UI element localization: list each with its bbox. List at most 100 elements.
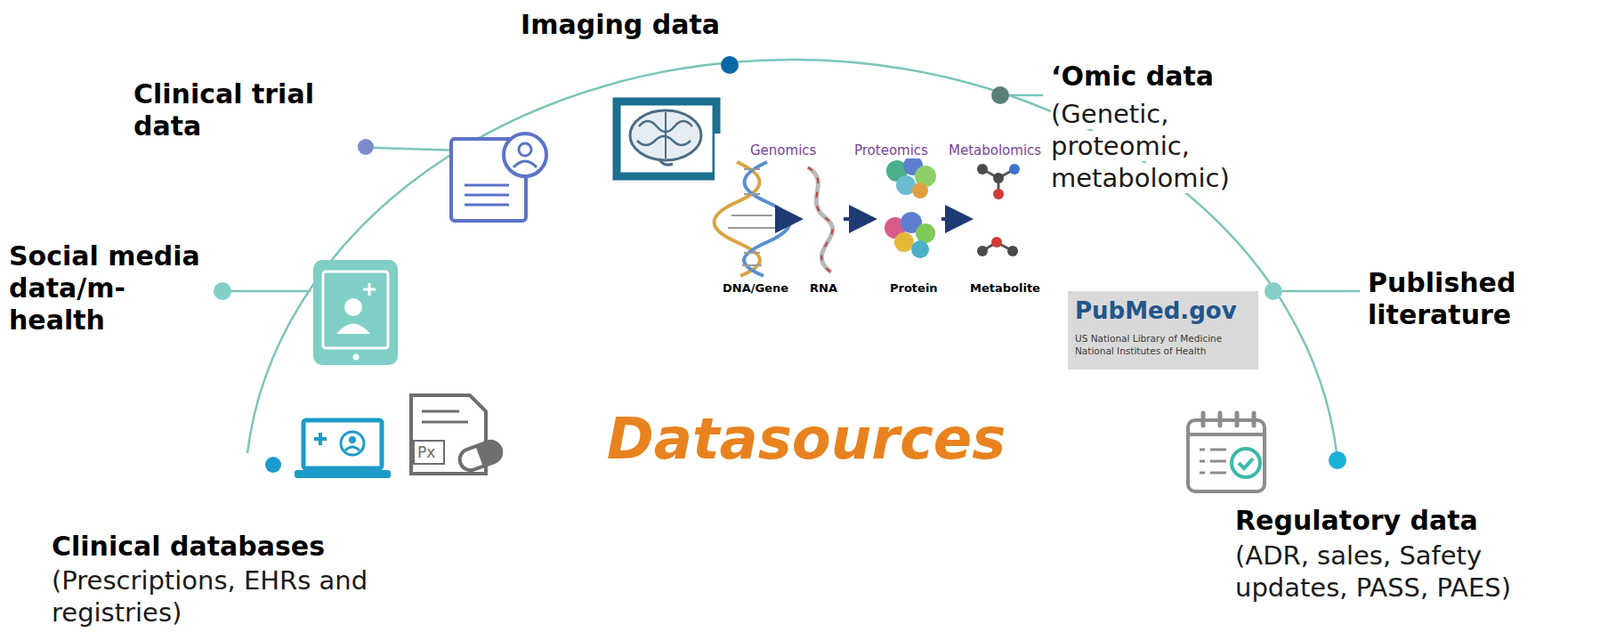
omics-stage-label: Proteomics <box>854 142 929 159</box>
omics-illustration-part-part <box>731 214 773 217</box>
calendar-icon-part-part <box>1218 412 1223 426</box>
omics-illustration-part-part <box>727 226 776 229</box>
laptop-icon-part <box>345 446 360 451</box>
logo-subtext-box: National Institutes of Health <box>1074 345 1206 357</box>
tablet-icon-part <box>323 271 388 348</box>
omics-illustration-part-part <box>742 264 762 267</box>
prescription-mark: Px <box>417 443 436 461</box>
laptop-icon-part <box>303 420 382 469</box>
trial-document-icon-part <box>518 143 532 156</box>
prescription-icon-part-part <box>456 438 504 474</box>
tablet-icon-part <box>313 259 398 365</box>
omics-stage-label-box: Genomics <box>750 142 817 159</box>
source-dots-part <box>227 290 311 293</box>
omics-illustration-part <box>777 217 797 221</box>
omics-illustration-part <box>993 172 1004 184</box>
calendar-icon-part-part <box>1235 412 1240 426</box>
omics-stage-label-box: Metabolomics <box>948 142 1042 159</box>
trial-document-icon-part <box>513 161 537 168</box>
laptop-icon-part <box>314 432 327 445</box>
omics-illustration-part-part <box>911 240 930 259</box>
molecule-label-box: Metabolite <box>969 281 1041 296</box>
tablet-icon-part <box>344 298 363 316</box>
diagram-title: Datasources <box>606 405 1007 472</box>
source-heading: Regulatory data <box>1235 504 1479 536</box>
source-heading-box: ‘Omic data <box>1050 60 1214 93</box>
source-dots-part <box>1264 282 1283 300</box>
calendar-icon-part <box>1187 420 1265 492</box>
omics-stage-label: Genomics <box>750 142 817 159</box>
source-heading-box: Imaging data <box>520 8 720 41</box>
prescription-mark-box: Px <box>417 443 436 461</box>
omics-illustration-part <box>808 167 833 273</box>
tablet-icon <box>313 259 398 365</box>
calendar-icon-part <box>1199 449 1227 473</box>
omics-illustration-part-part <box>743 251 760 254</box>
logo-subtext: US National Library of Medicine <box>1074 332 1222 344</box>
pubmed-logo <box>1067 290 1259 370</box>
molecule-label: Protein <box>889 281 938 295</box>
calendar-icon-part <box>1187 432 1265 437</box>
source-dots-part <box>1328 451 1347 469</box>
calendar-icon-part-part <box>1252 412 1257 426</box>
imaging-brain-icon-part <box>637 136 691 146</box>
omics-illustration-part-part <box>743 168 760 170</box>
source-heading: ‘Omic data <box>1050 60 1214 92</box>
omics-illustration-part <box>714 161 761 276</box>
calendar-icon-part-part <box>1210 448 1227 452</box>
omics-illustration-part-part <box>912 182 929 199</box>
prescription-icon-part-part <box>476 438 505 467</box>
calendar-icon-part-part <box>1199 471 1205 475</box>
omics-illustration-part <box>982 169 1015 251</box>
source-dots-part <box>357 138 374 155</box>
molecule-label-box: Protein <box>889 281 938 296</box>
omics-illustration-part <box>1009 163 1020 175</box>
prescription-icon-part <box>456 438 504 474</box>
laptop-icon <box>294 420 391 478</box>
calendar-icon-part-part <box>1210 460 1227 463</box>
source-heading-box: Social media data/m-health <box>8 240 212 337</box>
trial-document-icon-part <box>464 203 510 207</box>
trial-document-icon <box>451 133 547 221</box>
omics-illustration-part <box>1007 245 1019 257</box>
source-dots <box>213 56 1360 473</box>
logo-subtext-box: US National Library of Medicine <box>1074 332 1222 345</box>
omics-illustration-part <box>941 217 967 221</box>
laptop-icon-part <box>340 431 364 455</box>
tablet-icon-part <box>353 354 360 361</box>
omics-illustration-part <box>993 188 1004 200</box>
omics-stage-label-box: Proteomics <box>854 142 929 159</box>
calendar-icon <box>1187 412 1265 492</box>
source-detail: (ADR, sales, Safety updates, PASS, PAES) <box>1235 540 1512 603</box>
omics-illustration-part-part <box>743 193 760 195</box>
trial-document-icon-part <box>503 133 547 177</box>
source-heading: Clinical databases <box>51 530 325 562</box>
molecule-label-box: RNA <box>809 281 838 296</box>
prescription-icon-part <box>421 410 460 413</box>
omics-illustration-part <box>977 245 988 257</box>
source-heading-box: Clinical trial data <box>133 78 356 143</box>
prescription-icon-part <box>413 440 445 464</box>
source-detail-box: (Prescriptions, EHRs and registries) <box>51 564 479 629</box>
calendar-icon-part-part <box>1199 448 1205 452</box>
omics-illustration-part <box>808 167 833 273</box>
calendar-icon-part <box>1203 412 1254 426</box>
omics-illustration-part <box>843 217 871 221</box>
trial-document-icon-part <box>464 193 510 197</box>
imaging-brain-icon-part <box>616 101 717 177</box>
calendar-icon-part-part <box>1199 460 1205 463</box>
source-dots-part <box>213 282 232 300</box>
omics-illustration-part-part <box>915 223 936 243</box>
logo-subtext: National Institutes of Health <box>1074 345 1206 356</box>
source-heading-box: Published literature <box>1367 266 1560 332</box>
source-heading: Imaging data <box>520 8 720 41</box>
imaging-brain-icon-part <box>658 158 673 165</box>
source-detail: (Genetic, proteomic, metabolomic) <box>1050 98 1230 194</box>
omics-illustration-part-part <box>894 232 914 252</box>
source-detail-box: (ADR, sales, Safety updates, PASS, PAES) <box>1235 539 1592 604</box>
source-detail: (Prescriptions, EHRs and registries) <box>51 565 368 628</box>
molecule-label-box: DNA/Gene <box>722 281 789 296</box>
calendar-icon-part <box>1238 458 1253 469</box>
prescription-icon-part <box>421 420 469 424</box>
trial-document-icon-part <box>464 184 510 187</box>
